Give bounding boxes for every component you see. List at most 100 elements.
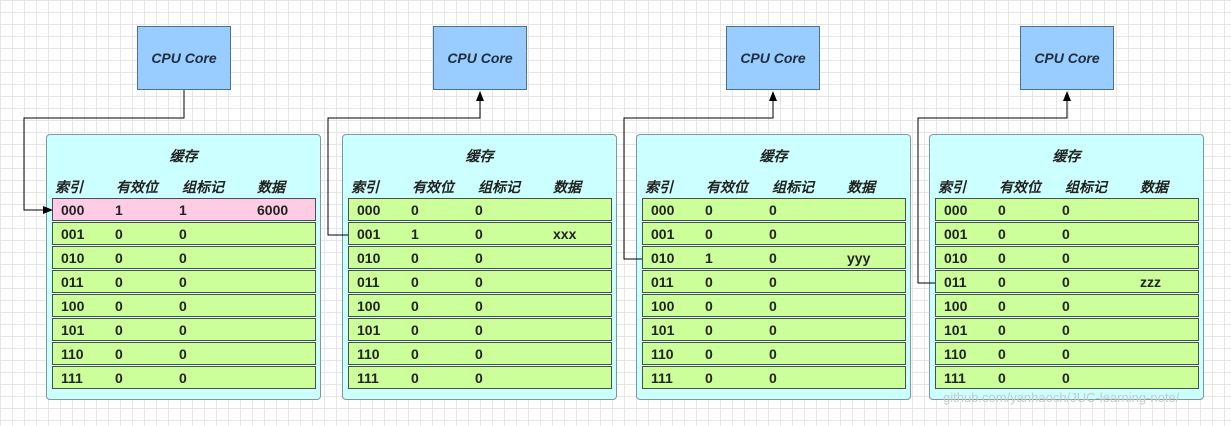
tag-cell: 0: [1062, 298, 1070, 314]
column-header: 有效位: [999, 179, 1041, 195]
index-cell: 111: [357, 370, 379, 386]
tag-cell: 0: [475, 346, 483, 362]
column-header: 数据: [1140, 179, 1168, 195]
tag-cell: 1: [179, 202, 187, 218]
cpu-core-1: CPU Core: [137, 26, 231, 90]
column-header: 有效位: [116, 179, 158, 195]
data-cell: xxx: [553, 226, 577, 242]
valid-bit-cell: 0: [998, 370, 1006, 386]
index-cell: 010: [944, 250, 968, 266]
tag-cell: 0: [179, 298, 187, 314]
tag-cell: 0: [1062, 274, 1070, 290]
column-header: 数据: [847, 179, 875, 195]
valid-bit-cell: 0: [998, 202, 1006, 218]
valid-bit-cell: 0: [705, 226, 713, 242]
index-cell: 010: [61, 250, 85, 266]
valid-bit-cell: 0: [115, 346, 123, 362]
index-cell: 111: [61, 370, 83, 386]
valid-bit-cell: 0: [705, 346, 713, 362]
valid-bit-cell: 1: [705, 250, 713, 266]
index-cell: 000: [61, 202, 85, 218]
cache-title: 缓存: [465, 148, 494, 164]
tag-cell: 0: [1062, 370, 1070, 386]
cache-row: 100 0 0: [52, 294, 316, 317]
valid-bit-cell: 1: [411, 226, 419, 242]
valid-bit-cell: 0: [998, 346, 1006, 362]
tag-cell: 0: [769, 226, 777, 242]
tag-cell: 0: [179, 274, 187, 290]
cache-row: 001 1 0 xxx: [348, 222, 612, 245]
index-cell: 010: [651, 250, 675, 266]
valid-bit-cell: 0: [998, 322, 1006, 338]
cpu-core-3: CPU Core: [726, 26, 820, 90]
column-header: 数据: [553, 179, 581, 195]
index-cell: 001: [357, 226, 381, 242]
index-cell: 100: [651, 298, 675, 314]
valid-bit-cell: 0: [411, 274, 419, 290]
valid-bit-cell: 0: [705, 370, 713, 386]
tag-cell: 0: [179, 226, 187, 242]
tag-cell: 0: [769, 346, 777, 362]
valid-bit-cell: 0: [411, 346, 419, 362]
valid-bit-cell: 0: [705, 274, 713, 290]
valid-bit-cell: 0: [115, 298, 123, 314]
index-cell: 101: [357, 322, 381, 338]
index-cell: 100: [944, 298, 968, 314]
column-header: 索引: [645, 179, 673, 195]
tag-cell: 0: [475, 250, 483, 266]
index-cell: 111: [944, 370, 966, 386]
tag-cell: 0: [475, 226, 483, 242]
valid-bit-cell: 0: [411, 202, 419, 218]
column-header: 组标记: [772, 179, 814, 195]
index-cell: 100: [357, 298, 381, 314]
column-header: 索引: [351, 179, 379, 195]
index-cell: 000: [944, 202, 968, 218]
index-cell: 000: [357, 202, 381, 218]
valid-bit-cell: 0: [998, 226, 1006, 242]
connector-row-011-to-cpu4: [917, 91, 1071, 284]
index-cell: 101: [944, 322, 968, 338]
cache-row: 000 1 1 6000: [52, 198, 316, 221]
connector-row-010-to-cpu3: [623, 91, 777, 260]
index-cell: 001: [944, 226, 968, 242]
valid-bit-cell: 0: [411, 322, 419, 338]
index-cell: 100: [61, 298, 85, 314]
data-cell: 6000: [257, 202, 289, 218]
cache-title: 缓存: [169, 148, 198, 164]
tag-cell: 0: [769, 274, 777, 290]
column-header: 数据: [257, 179, 285, 195]
valid-bit-cell: 1: [115, 202, 123, 218]
tag-cell: 0: [1062, 202, 1070, 218]
cache-row: 101 0 0: [348, 318, 612, 341]
valid-bit-cell: 0: [705, 202, 713, 218]
index-cell: 111: [651, 370, 673, 386]
index-cell: 001: [61, 226, 85, 242]
column-header: 组标记: [182, 179, 224, 195]
column-header: 组标记: [478, 179, 520, 195]
tag-cell: 0: [179, 322, 187, 338]
index-cell: 110: [944, 346, 967, 362]
index-cell: 010: [357, 250, 381, 266]
tag-cell: 0: [1062, 250, 1070, 266]
tag-cell: 0: [769, 322, 777, 338]
tag-cell: 0: [475, 322, 483, 338]
